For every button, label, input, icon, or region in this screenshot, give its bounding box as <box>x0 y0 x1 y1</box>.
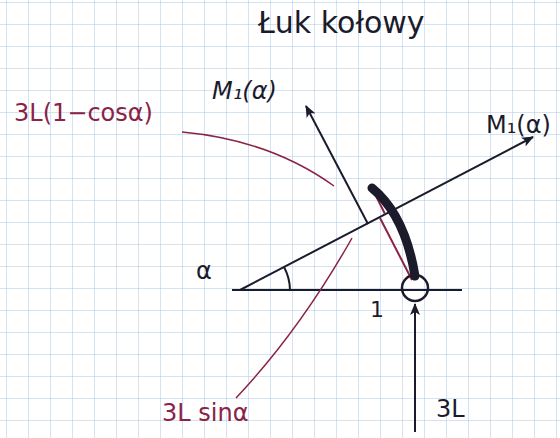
pivot-symbol <box>402 275 428 301</box>
force-arrow <box>414 304 416 432</box>
title: Łuk kołowy <box>258 6 425 41</box>
dimension-label: 3L(1−cosα) <box>14 100 153 128</box>
angle-label: α <box>196 258 212 286</box>
dimension-label: 3L sinα <box>162 400 248 428</box>
leader-line <box>182 132 334 186</box>
moment-arrow <box>306 106 368 224</box>
moment-label: M₁(α) <box>486 112 551 140</box>
moment-label: M₁(α) <box>212 78 277 106</box>
force-label: 3L <box>436 396 465 424</box>
circular-arc <box>372 188 415 276</box>
axis-arrow <box>240 137 533 290</box>
angle-arc <box>284 267 290 290</box>
point-label: 1 <box>370 297 384 322</box>
leader-line <box>236 238 352 398</box>
